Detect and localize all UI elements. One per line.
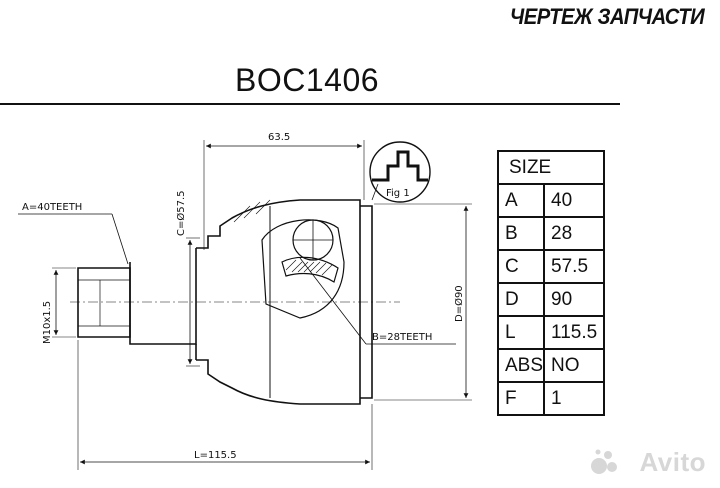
page-title: ЧЕРТЕЖ ЗАПЧАСТИ — [509, 4, 705, 29]
label-thread: M10x1.5 — [42, 301, 53, 344]
thread-lines — [78, 279, 130, 327]
leader-teeth-b — [299, 257, 456, 345]
size-key: A — [496, 183, 546, 218]
dim-length-l — [77, 340, 373, 470]
size-value: NO — [543, 348, 606, 383]
part-number: BOC1406 — [235, 62, 380, 98]
dim-overall-top — [203, 140, 365, 250]
size-key: ABS — [496, 348, 546, 383]
dim-diameter-d — [374, 203, 472, 401]
dim-label-top: 63.5 — [268, 132, 290, 143]
leader-teeth-a — [18, 213, 129, 265]
size-table-row: A 40 — [496, 183, 606, 218]
size-table-row: F 1 — [496, 381, 606, 416]
hatched-section — [233, 199, 333, 276]
dim-diameter-c — [186, 237, 200, 367]
size-table-row: D 90 — [496, 282, 606, 317]
dim-thread — [52, 267, 76, 338]
title-underline — [0, 103, 620, 105]
size-value: 115.5 — [543, 315, 606, 350]
fig-1-detail — [369, 141, 431, 203]
label-length-l: L=115.5 — [194, 450, 237, 461]
size-table-row: L 115.5 — [496, 315, 606, 350]
size-table-row: C 57.5 — [496, 249, 606, 284]
label-diameter-c: C=Ø57.5 — [175, 191, 187, 237]
size-table: SIZE A 40 B 28 C 57.5 D 90 L 115.5 ABS N… — [496, 150, 606, 416]
label-teeth-a: A=40TEETH — [22, 202, 82, 213]
size-value: 1 — [543, 381, 606, 416]
size-table-row: ABS NO — [496, 348, 606, 383]
size-value: 57.5 — [543, 249, 606, 284]
size-table-row: B 28 — [496, 216, 606, 251]
size-value: 40 — [543, 183, 606, 218]
label-teeth-b: B=28TEETH — [372, 332, 432, 343]
watermark: Avito — [639, 447, 706, 477]
label-diameter-d: D=Ø90 — [453, 285, 465, 322]
size-table-header: SIZE — [496, 150, 606, 185]
size-key: L — [496, 315, 546, 350]
size-value: 28 — [543, 216, 606, 251]
size-table-header-row: SIZE — [496, 150, 606, 185]
size-value: 90 — [543, 282, 606, 317]
size-key: D — [496, 282, 546, 317]
size-key: C — [496, 249, 546, 284]
label-fig-1: Fig 1 — [386, 188, 410, 199]
size-key: F — [496, 381, 546, 416]
size-key: B — [496, 216, 546, 251]
avito-logo-icon — [591, 449, 617, 474]
